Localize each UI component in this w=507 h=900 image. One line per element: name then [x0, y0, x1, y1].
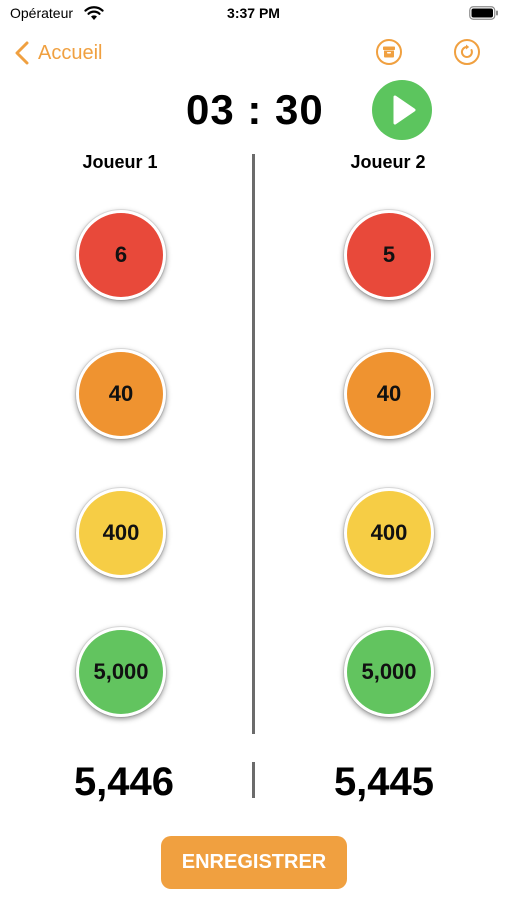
- wifi-icon: [84, 6, 104, 20]
- status-time: 3:37 PM: [227, 5, 280, 21]
- totals-divider: [252, 762, 255, 798]
- archive-icon[interactable]: [375, 38, 403, 66]
- back-label: Accueil: [38, 41, 103, 64]
- player-1-score-button[interactable]: 40: [76, 349, 166, 439]
- play-icon: [393, 95, 416, 125]
- player-2-score-button[interactable]: 400: [344, 488, 434, 578]
- chevron-left-icon: [15, 41, 29, 65]
- refresh-icon[interactable]: [453, 38, 481, 66]
- player-2-label: Joueur 2: [350, 152, 426, 172]
- center-divider: [252, 154, 255, 734]
- player-1-score-button[interactable]: 400: [76, 488, 166, 578]
- timer-display: 03 : 30: [186, 86, 324, 133]
- carrier-label: Opérateur: [10, 5, 74, 21]
- player-1-label: Joueur 1: [82, 152, 158, 172]
- save-button[interactable]: ENREGISTRER: [161, 836, 347, 889]
- player-2-total: 5,445: [333, 760, 435, 804]
- back-button[interactable]: Accueil: [14, 38, 102, 68]
- player-1-total: 5,446: [73, 760, 175, 804]
- player-1-score-button[interactable]: 5,000: [76, 627, 166, 717]
- player-1-score-button[interactable]: 6: [76, 210, 166, 300]
- player-2-score-button[interactable]: 5: [344, 210, 434, 300]
- battery-icon: [469, 6, 498, 20]
- player-2-score-button[interactable]: 40: [344, 349, 434, 439]
- player-2-score-button[interactable]: 5,000: [344, 627, 434, 717]
- status-bar: Opérateur 3:37 PM: [0, 0, 507, 30]
- play-button[interactable]: [372, 80, 432, 140]
